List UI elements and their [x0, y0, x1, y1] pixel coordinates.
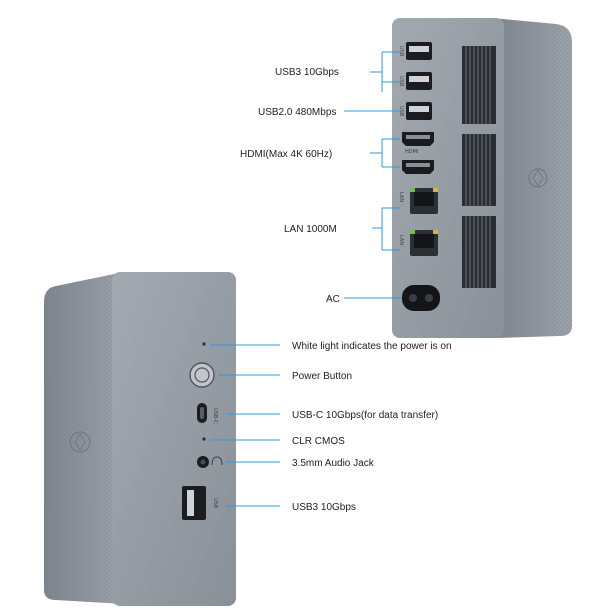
- power-led: [202, 342, 206, 346]
- rear-callouts: USB3 10Gbps USB2.0 480Mbps HDMI(Max 4K 6…: [240, 51, 402, 305]
- rear-lan-port-2: [410, 230, 438, 256]
- front-usb-port: [182, 486, 206, 520]
- rear-hdmi-mark: HDMI: [405, 149, 418, 155]
- rear-hdmi-label: HDMI(Max 4K 60Hz): [240, 149, 332, 160]
- front-usb-mark: USB: [212, 498, 218, 509]
- rear-usb-mark-2: USB: [398, 76, 404, 87]
- rear-lan-label: LAN 1000M: [284, 224, 337, 235]
- front-io-panel: [112, 272, 236, 606]
- rear-usb2-label: USB2.0 480Mbps: [258, 107, 336, 118]
- headphone-icon: [211, 456, 223, 466]
- front-usbc-mark: USB-C: [212, 408, 218, 424]
- rear-usb-mark-1: USB: [398, 46, 404, 57]
- rear-unit: USB USB USB HDMI LAN LAN: [392, 18, 572, 338]
- front-callouts: White light indicates the power is on Po…: [210, 341, 452, 513]
- rear-ac-label: AC: [326, 294, 340, 305]
- rear-usb-mark-3: USB: [398, 106, 404, 117]
- ac-power-inlet: [402, 285, 440, 311]
- rear-usb-port-2: [406, 72, 432, 90]
- hdmi-callout-line: [370, 138, 400, 168]
- front-unit: USB-C USB: [44, 272, 236, 606]
- rear-hdmi-port-1: [402, 132, 434, 146]
- front-usb3-label: USB3 10Gbps: [292, 502, 356, 513]
- usb3-callout-line: [370, 51, 400, 92]
- rear-hdmi-port-2: [402, 160, 434, 174]
- rear-usb-port-1: [406, 42, 432, 60]
- rear-vent-grille: [462, 46, 496, 288]
- audio-jack: [197, 456, 209, 468]
- front-logo-emblem-icon: [69, 431, 91, 453]
- clr-cmos-label: CLR CMOS: [292, 436, 345, 447]
- rear-usb-port-3: [406, 102, 432, 120]
- rear-usb3-label: USB3 10Gbps: [275, 67, 339, 78]
- rear-lan-port-1: [410, 188, 438, 214]
- usbc-label: USB-C 10Gbps(for data transfer): [292, 410, 438, 421]
- rear-lan-mark-2: LAN: [398, 235, 404, 245]
- front-usbc-port: [197, 403, 207, 423]
- rear-lan-mark-1: LAN: [398, 192, 404, 202]
- power-button-label: Power Button: [292, 371, 352, 382]
- power-led-label: White light indicates the power is on: [292, 341, 452, 352]
- lan-callout-line: [372, 207, 400, 251]
- clr-cmos-hole: [202, 437, 206, 441]
- power-button: [189, 362, 215, 388]
- logo-emblem-icon: [528, 168, 548, 188]
- audio-label: 3.5mm Audio Jack: [292, 458, 375, 469]
